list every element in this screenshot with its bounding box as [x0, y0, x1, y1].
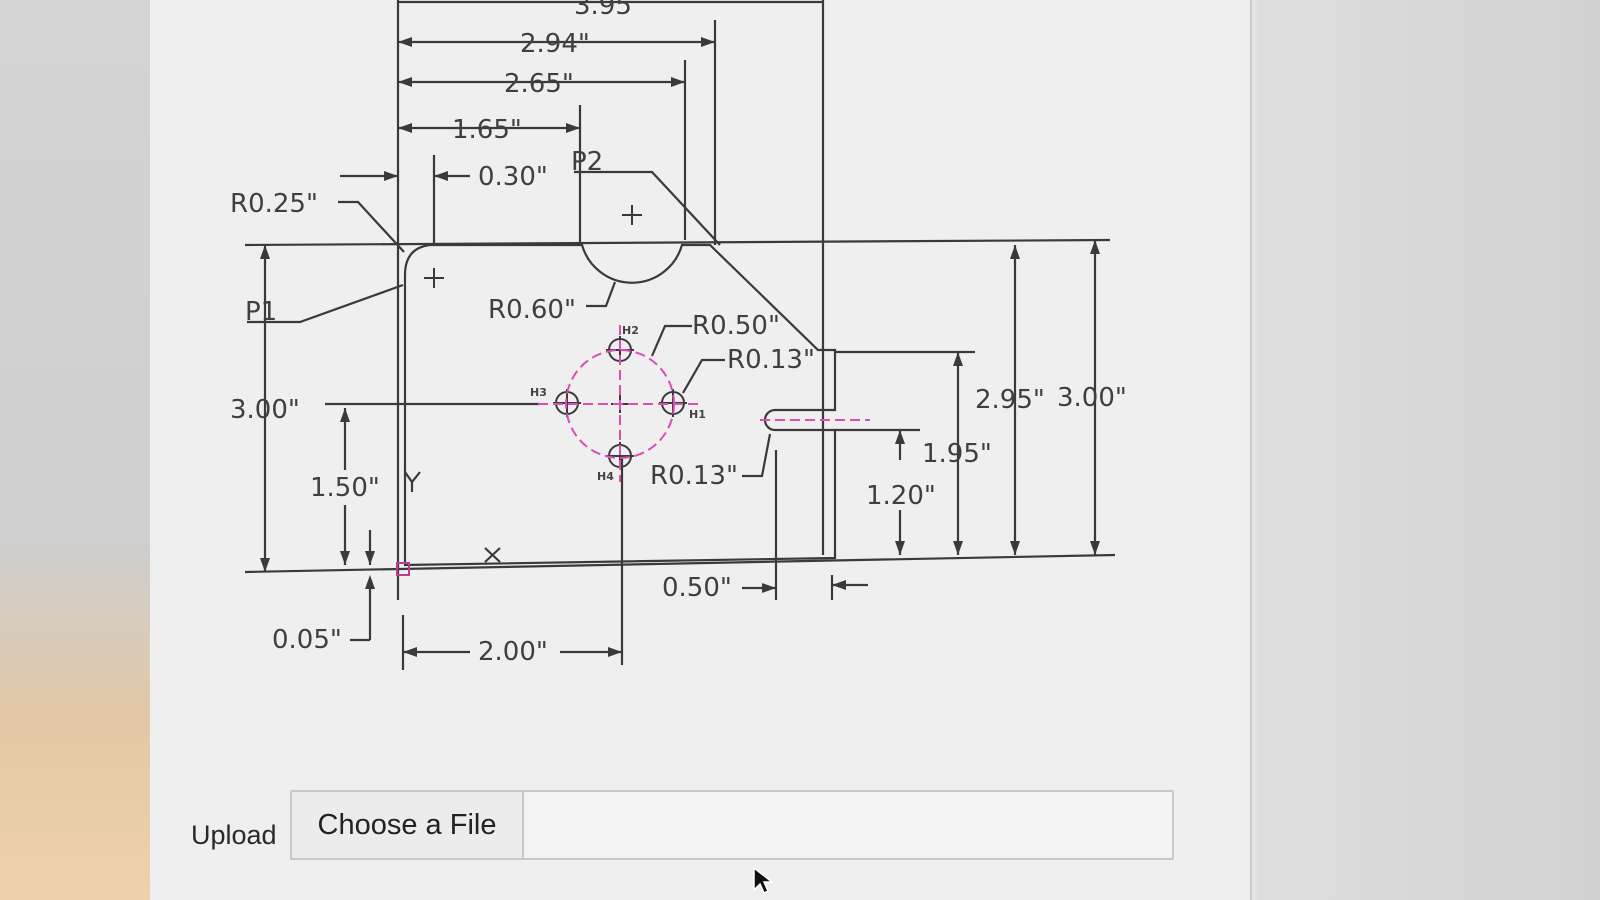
origin-marker — [396, 562, 410, 576]
upload-label: Upload — [191, 820, 277, 850]
upload-row: Upload Choose a File — [185, 790, 1185, 870]
dim-1-20: 1.20" — [866, 481, 936, 511]
dim-1-95: 1.95" — [922, 439, 992, 469]
dim-0-05: 0.05" — [272, 625, 342, 655]
dim-3-00-right: 3.00" — [1057, 383, 1127, 413]
mouse-cursor-icon — [753, 866, 774, 895]
dim-2-00: 2.00" — [478, 637, 548, 667]
point-p1: P1 — [245, 297, 277, 327]
dim-r0-13-b: R0.13" — [650, 461, 738, 491]
point-p2: P2 — [571, 147, 603, 177]
dim-2-65: 2.65" — [504, 69, 574, 99]
dim-r0-50: R0.50" — [692, 311, 780, 341]
dim-1-65: 1.65" — [452, 115, 522, 145]
dim-top-cut: 3.95 — [574, 0, 632, 21]
left-margin — [0, 0, 150, 900]
hole-h1-label: H1 — [689, 408, 706, 421]
dim-2-95: 2.95" — [975, 385, 1045, 415]
dim-2-94: 2.94" — [520, 29, 590, 59]
dim-1-50: 1.50" — [310, 473, 380, 503]
assignment-page — [150, 0, 1252, 900]
file-upload-field[interactable]: Choose a File — [290, 790, 1174, 860]
dim-3-00-left: 3.00" — [230, 395, 300, 425]
hole-h4-label: H4 — [597, 470, 614, 483]
hole-h3-label: H3 — [530, 386, 547, 399]
hole-h2-label: H2 — [622, 324, 639, 337]
choose-file-button[interactable]: Choose a File — [292, 792, 524, 858]
dim-0-30: 0.30" — [478, 162, 548, 192]
dim-r0-25: R0.25" — [230, 189, 318, 219]
bolt-circle — [538, 325, 870, 482]
dimension-arrows — [260, 37, 1100, 657]
dim-r0-13-a: R0.13" — [727, 345, 815, 375]
part-outline — [244, 0, 1116, 670]
dim-r0-60: R0.60" — [488, 295, 576, 325]
dim-0-50: 0.50" — [662, 573, 732, 603]
